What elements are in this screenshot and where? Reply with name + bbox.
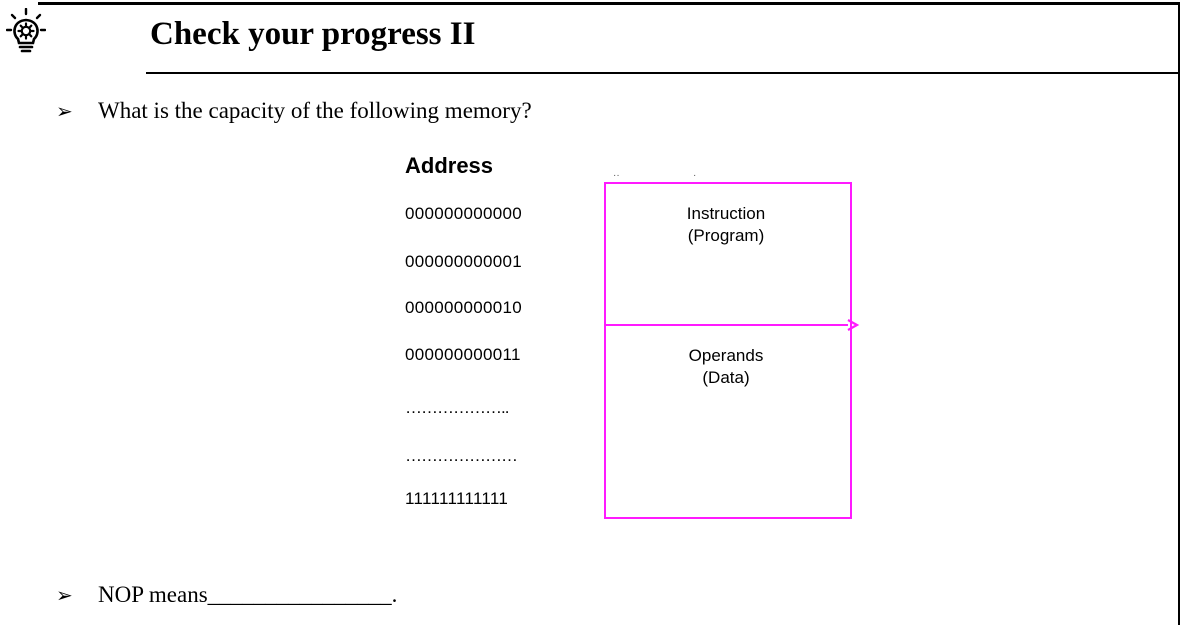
question-item: ➢ What is the capacity of the following m…	[56, 96, 532, 126]
section-subtitle: (Data)	[702, 368, 750, 387]
header-underline	[146, 72, 1180, 74]
program-section-label: Instruction (Program)	[604, 203, 848, 247]
address-ellipsis: ………………..	[405, 398, 509, 417]
question-text: NOP means________________.	[98, 582, 398, 607]
scan-artifact: ··	[613, 170, 620, 181]
section-divider	[606, 324, 848, 326]
address-heading: Address	[405, 153, 494, 178]
section-title: Operands	[688, 346, 764, 365]
right-border	[1178, 2, 1180, 625]
arrowhead-icon	[847, 319, 860, 331]
memory-box	[604, 182, 852, 519]
address-value: 000000000000	[405, 204, 523, 223]
address-value: 111111111111	[405, 489, 509, 508]
question-text: What is the capacity of the following me…	[98, 98, 532, 123]
address-ellipsis: …………………	[405, 446, 518, 465]
lightbulb-gear-icon	[6, 8, 46, 53]
question-item: ➢ NOP means________________.	[56, 580, 397, 610]
section-title: Instruction	[686, 204, 766, 223]
page-title: Check your progress II	[150, 16, 476, 52]
section-subtitle: (Program)	[687, 226, 765, 245]
address-value: 000000000011	[405, 345, 521, 364]
arrow-bullet-icon: ➢	[56, 99, 73, 123]
top-border	[38, 2, 1178, 5]
address-value: 000000000001	[405, 252, 523, 271]
scan-artifact: ·	[693, 170, 697, 181]
data-section-label: Operands (Data)	[604, 345, 848, 389]
address-value: 000000000010	[405, 298, 523, 317]
arrow-bullet-icon: ➢	[56, 583, 73, 607]
